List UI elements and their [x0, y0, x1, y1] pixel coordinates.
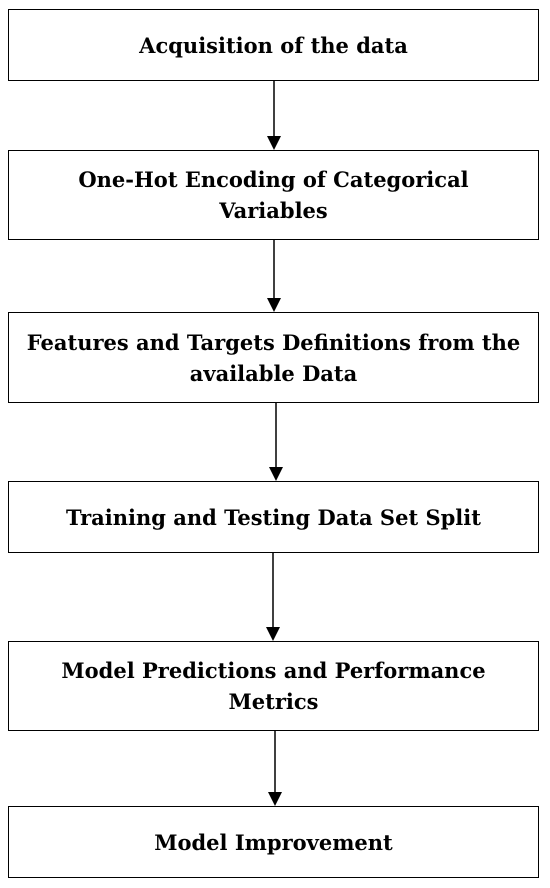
step-box-predictions-metrics: Model Predictions and Performance Metric…: [8, 641, 539, 731]
step-box-model-improvement: Model Improvement: [8, 806, 539, 878]
arrow-step5-to-step6: [268, 731, 282, 806]
arrow-step4-to-step5: [266, 553, 280, 641]
arrow-step3-to-step4: [269, 403, 283, 481]
step-box-acquisition: Acquisition of the data: [8, 9, 539, 81]
step-label: Model Predictions and Performance Metric…: [61, 658, 486, 714]
arrow-step1-to-step2: [267, 81, 281, 150]
step-label: Acquisition of the data: [139, 32, 408, 58]
step-label: One-Hot Encoding of Categorical Variable…: [78, 167, 469, 223]
step-box-train-test-split: Training and Testing Data Set Split: [8, 481, 539, 553]
step-label: Training and Testing Data Set Split: [66, 504, 481, 530]
arrow-step2-to-step3: [267, 240, 281, 312]
step-label: Model Improvement: [154, 829, 393, 855]
step-label: Features and Targets Definitions from th…: [26, 329, 521, 386]
step-box-features-targets: Features and Targets Definitions from th…: [8, 312, 539, 403]
step-box-one-hot-encoding: One-Hot Encoding of Categorical Variable…: [8, 150, 539, 240]
